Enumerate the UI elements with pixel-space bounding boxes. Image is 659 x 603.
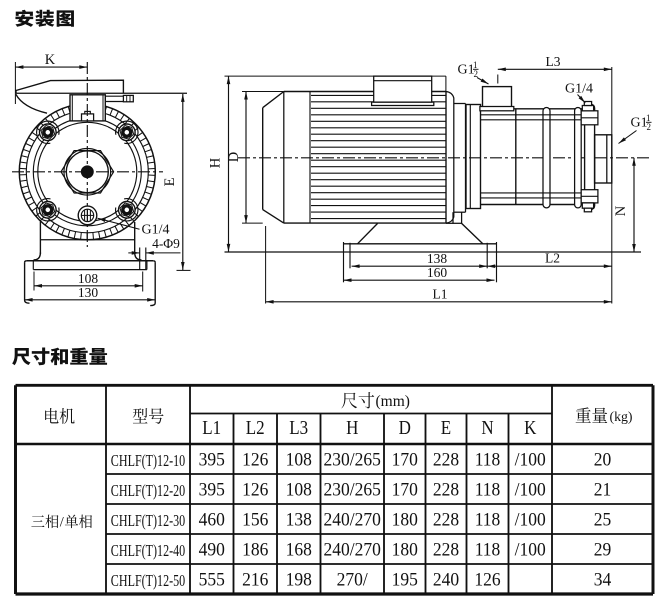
svg-text:240: 240 (433, 569, 459, 590)
svg-text:216: 216 (242, 569, 268, 590)
svg-text:118: 118 (475, 449, 501, 470)
svg-text:20: 20 (594, 449, 611, 470)
svg-text:L3: L3 (546, 54, 561, 69)
svg-text:126: 126 (474, 569, 500, 590)
svg-text:118: 118 (475, 509, 501, 530)
svg-text:N: N (613, 205, 629, 216)
svg-text:34: 34 (594, 569, 611, 590)
svg-text:E: E (441, 417, 451, 438)
svg-text:108: 108 (78, 271, 99, 286)
svg-text:G1: G1 (631, 116, 648, 131)
svg-text:118: 118 (475, 479, 501, 500)
svg-text:170: 170 (392, 449, 418, 470)
svg-text:180: 180 (392, 509, 418, 530)
svg-text:228: 228 (433, 509, 459, 530)
svg-text:/100: /100 (515, 509, 546, 530)
svg-text:G1: G1 (458, 63, 475, 78)
svg-text:D: D (399, 417, 411, 438)
svg-text:240/270: 240/270 (324, 509, 381, 530)
svg-text:K: K (524, 417, 537, 438)
svg-text:K: K (45, 52, 56, 68)
svg-text:228: 228 (433, 479, 459, 500)
svg-text:228: 228 (433, 449, 459, 470)
svg-text:(mm): (mm) (376, 393, 410, 410)
svg-text:240/270: 240/270 (324, 539, 381, 560)
svg-text:2: 2 (647, 122, 652, 132)
svg-text:H: H (346, 417, 358, 438)
svg-text:395: 395 (199, 479, 225, 500)
svg-text:186: 186 (242, 539, 268, 560)
svg-text:230/265: 230/265 (324, 479, 381, 500)
svg-text:L1: L1 (202, 417, 221, 438)
svg-text:1: 1 (473, 60, 478, 70)
svg-text:460: 460 (199, 509, 225, 530)
svg-text:21: 21 (594, 479, 611, 500)
svg-text:156: 156 (242, 509, 268, 530)
svg-text:168: 168 (286, 539, 312, 560)
svg-text:126: 126 (242, 449, 268, 470)
svg-text:108: 108 (286, 479, 312, 500)
svg-text:130: 130 (78, 285, 99, 300)
svg-text:/: / (60, 515, 65, 531)
svg-text:490: 490 (199, 539, 225, 560)
svg-text:4-Φ9: 4-Φ9 (152, 236, 180, 251)
svg-text:E: E (162, 177, 178, 186)
svg-text:N: N (481, 417, 493, 438)
svg-text:180: 180 (392, 539, 418, 560)
svg-text:198: 198 (286, 569, 312, 590)
svg-text:/100: /100 (515, 539, 546, 560)
svg-text:195: 195 (392, 569, 418, 590)
svg-text:CHLF(T)12-40: CHLF(T)12-40 (111, 542, 185, 560)
svg-text:228: 228 (433, 539, 459, 560)
svg-text:160: 160 (427, 265, 448, 280)
svg-text:CHLF(T)12-20: CHLF(T)12-20 (111, 482, 185, 500)
svg-text:L1: L1 (433, 287, 448, 302)
svg-text:29: 29 (594, 539, 611, 560)
svg-text:118: 118 (475, 539, 501, 560)
svg-text:(kg): (kg) (610, 409, 633, 425)
svg-text:230/265: 230/265 (324, 449, 381, 470)
svg-text:CHLF(T)12-50: CHLF(T)12-50 (111, 572, 185, 590)
svg-text:138: 138 (427, 251, 448, 266)
svg-text:1: 1 (646, 113, 651, 123)
svg-text:2: 2 (474, 69, 479, 79)
svg-text:25: 25 (594, 509, 611, 530)
svg-text:270/: 270/ (337, 569, 369, 590)
svg-text:D: D (226, 152, 242, 162)
svg-text:/100: /100 (515, 479, 546, 500)
svg-text:138: 138 (286, 509, 312, 530)
svg-text:395: 395 (199, 449, 225, 470)
svg-text:G1/4: G1/4 (142, 223, 170, 238)
svg-text:H: H (208, 157, 224, 168)
svg-text:126: 126 (242, 479, 268, 500)
svg-text:/100: /100 (515, 449, 546, 470)
svg-text:108: 108 (286, 449, 312, 470)
svg-text:CHLF(T)12-30: CHLF(T)12-30 (111, 512, 185, 530)
svg-text:CHLF(T)12-10: CHLF(T)12-10 (111, 452, 185, 470)
svg-text:L2: L2 (545, 251, 560, 266)
svg-text:170: 170 (392, 479, 418, 500)
svg-text:G1/4: G1/4 (565, 82, 593, 97)
svg-text:555: 555 (199, 569, 225, 590)
svg-text:L3: L3 (289, 417, 308, 438)
svg-text:L2: L2 (246, 417, 265, 438)
